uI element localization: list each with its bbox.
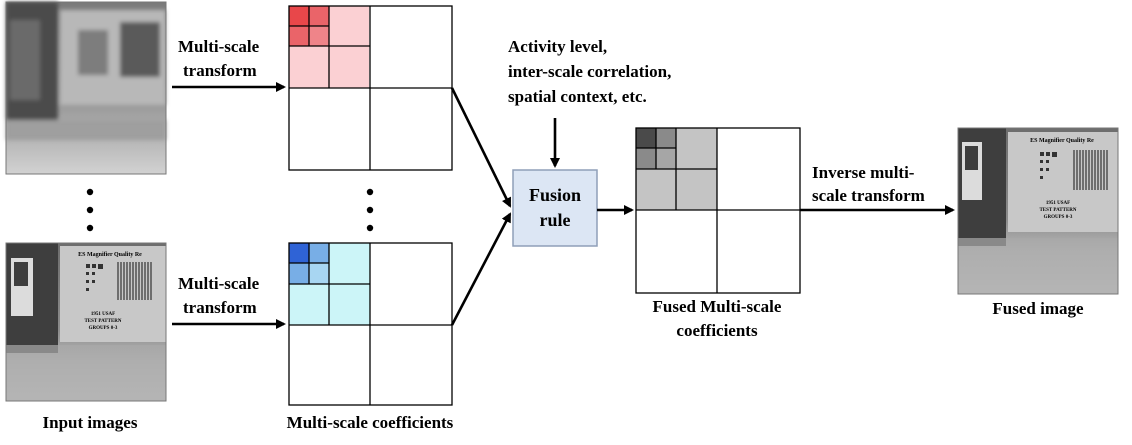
fused-coefficients-label-2: coefficients xyxy=(676,321,758,340)
coefficient-ellipsis xyxy=(366,188,374,232)
coefficient-grid-bottom xyxy=(288,242,453,406)
transform-bottom-label-2: transform xyxy=(183,298,257,317)
transform-top-label-1: Multi-scale xyxy=(178,37,260,56)
fused-photo-block-line-2: TEST PATTERN xyxy=(1039,208,1076,213)
fused-photo-block-line-1: 1951 USAF xyxy=(1046,201,1070,206)
activity-label-2: inter-scale correlation, xyxy=(508,62,671,81)
transform-top-label-2: transform xyxy=(183,61,257,80)
coefficient-grid-top xyxy=(288,5,453,171)
fused-image-label: Fused image xyxy=(992,299,1084,318)
input-image-bottom: ES Magnifier Quality Re 1951 USAF TEST P… xyxy=(5,242,167,402)
fusion-rule-label-2: rule xyxy=(540,210,571,230)
fused-coefficient-grid xyxy=(635,127,801,294)
fused-photo-block-line-3: GROUPS 0-3 xyxy=(1044,215,1073,220)
multiscale-coefficients-label: Multi-scale coefficients xyxy=(287,413,454,432)
arrow-grid-bottom-to-fusion xyxy=(450,212,512,326)
photo-header-text: ES Magnifier Quality Re xyxy=(78,252,142,258)
input-image-top xyxy=(5,1,167,175)
activity-label-3: spatial context, etc. xyxy=(508,87,647,106)
arrow-grid-top-to-fusion xyxy=(450,87,512,208)
photo-block-line-2: TEST PATTERN xyxy=(84,319,121,324)
inverse-label-2: scale transform xyxy=(812,186,925,205)
fusion-rule-label-1: Fusion xyxy=(529,185,581,205)
fusion-rule-box: Fusion rule xyxy=(512,169,598,247)
transform-bottom-label-1: Multi-scale xyxy=(178,274,260,293)
fused-coefficients-label-1: Fused Multi-scale xyxy=(653,297,782,316)
photo-block-line-3: GROUPS 0-3 xyxy=(89,326,118,331)
fused-photo-header-text: ES Magnifier Quality Re xyxy=(1030,138,1094,144)
input-images-label: Input images xyxy=(43,413,138,432)
fused-image: ES Magnifier Quality Re 1951 USAF TEST P… xyxy=(957,127,1119,295)
input-ellipsis xyxy=(86,188,94,232)
arrows xyxy=(172,82,955,329)
photo-block-line-1: 1951 USAF xyxy=(91,312,115,317)
inverse-label-1: Inverse multi- xyxy=(812,163,915,182)
activity-label-1: Activity level, xyxy=(508,37,607,56)
